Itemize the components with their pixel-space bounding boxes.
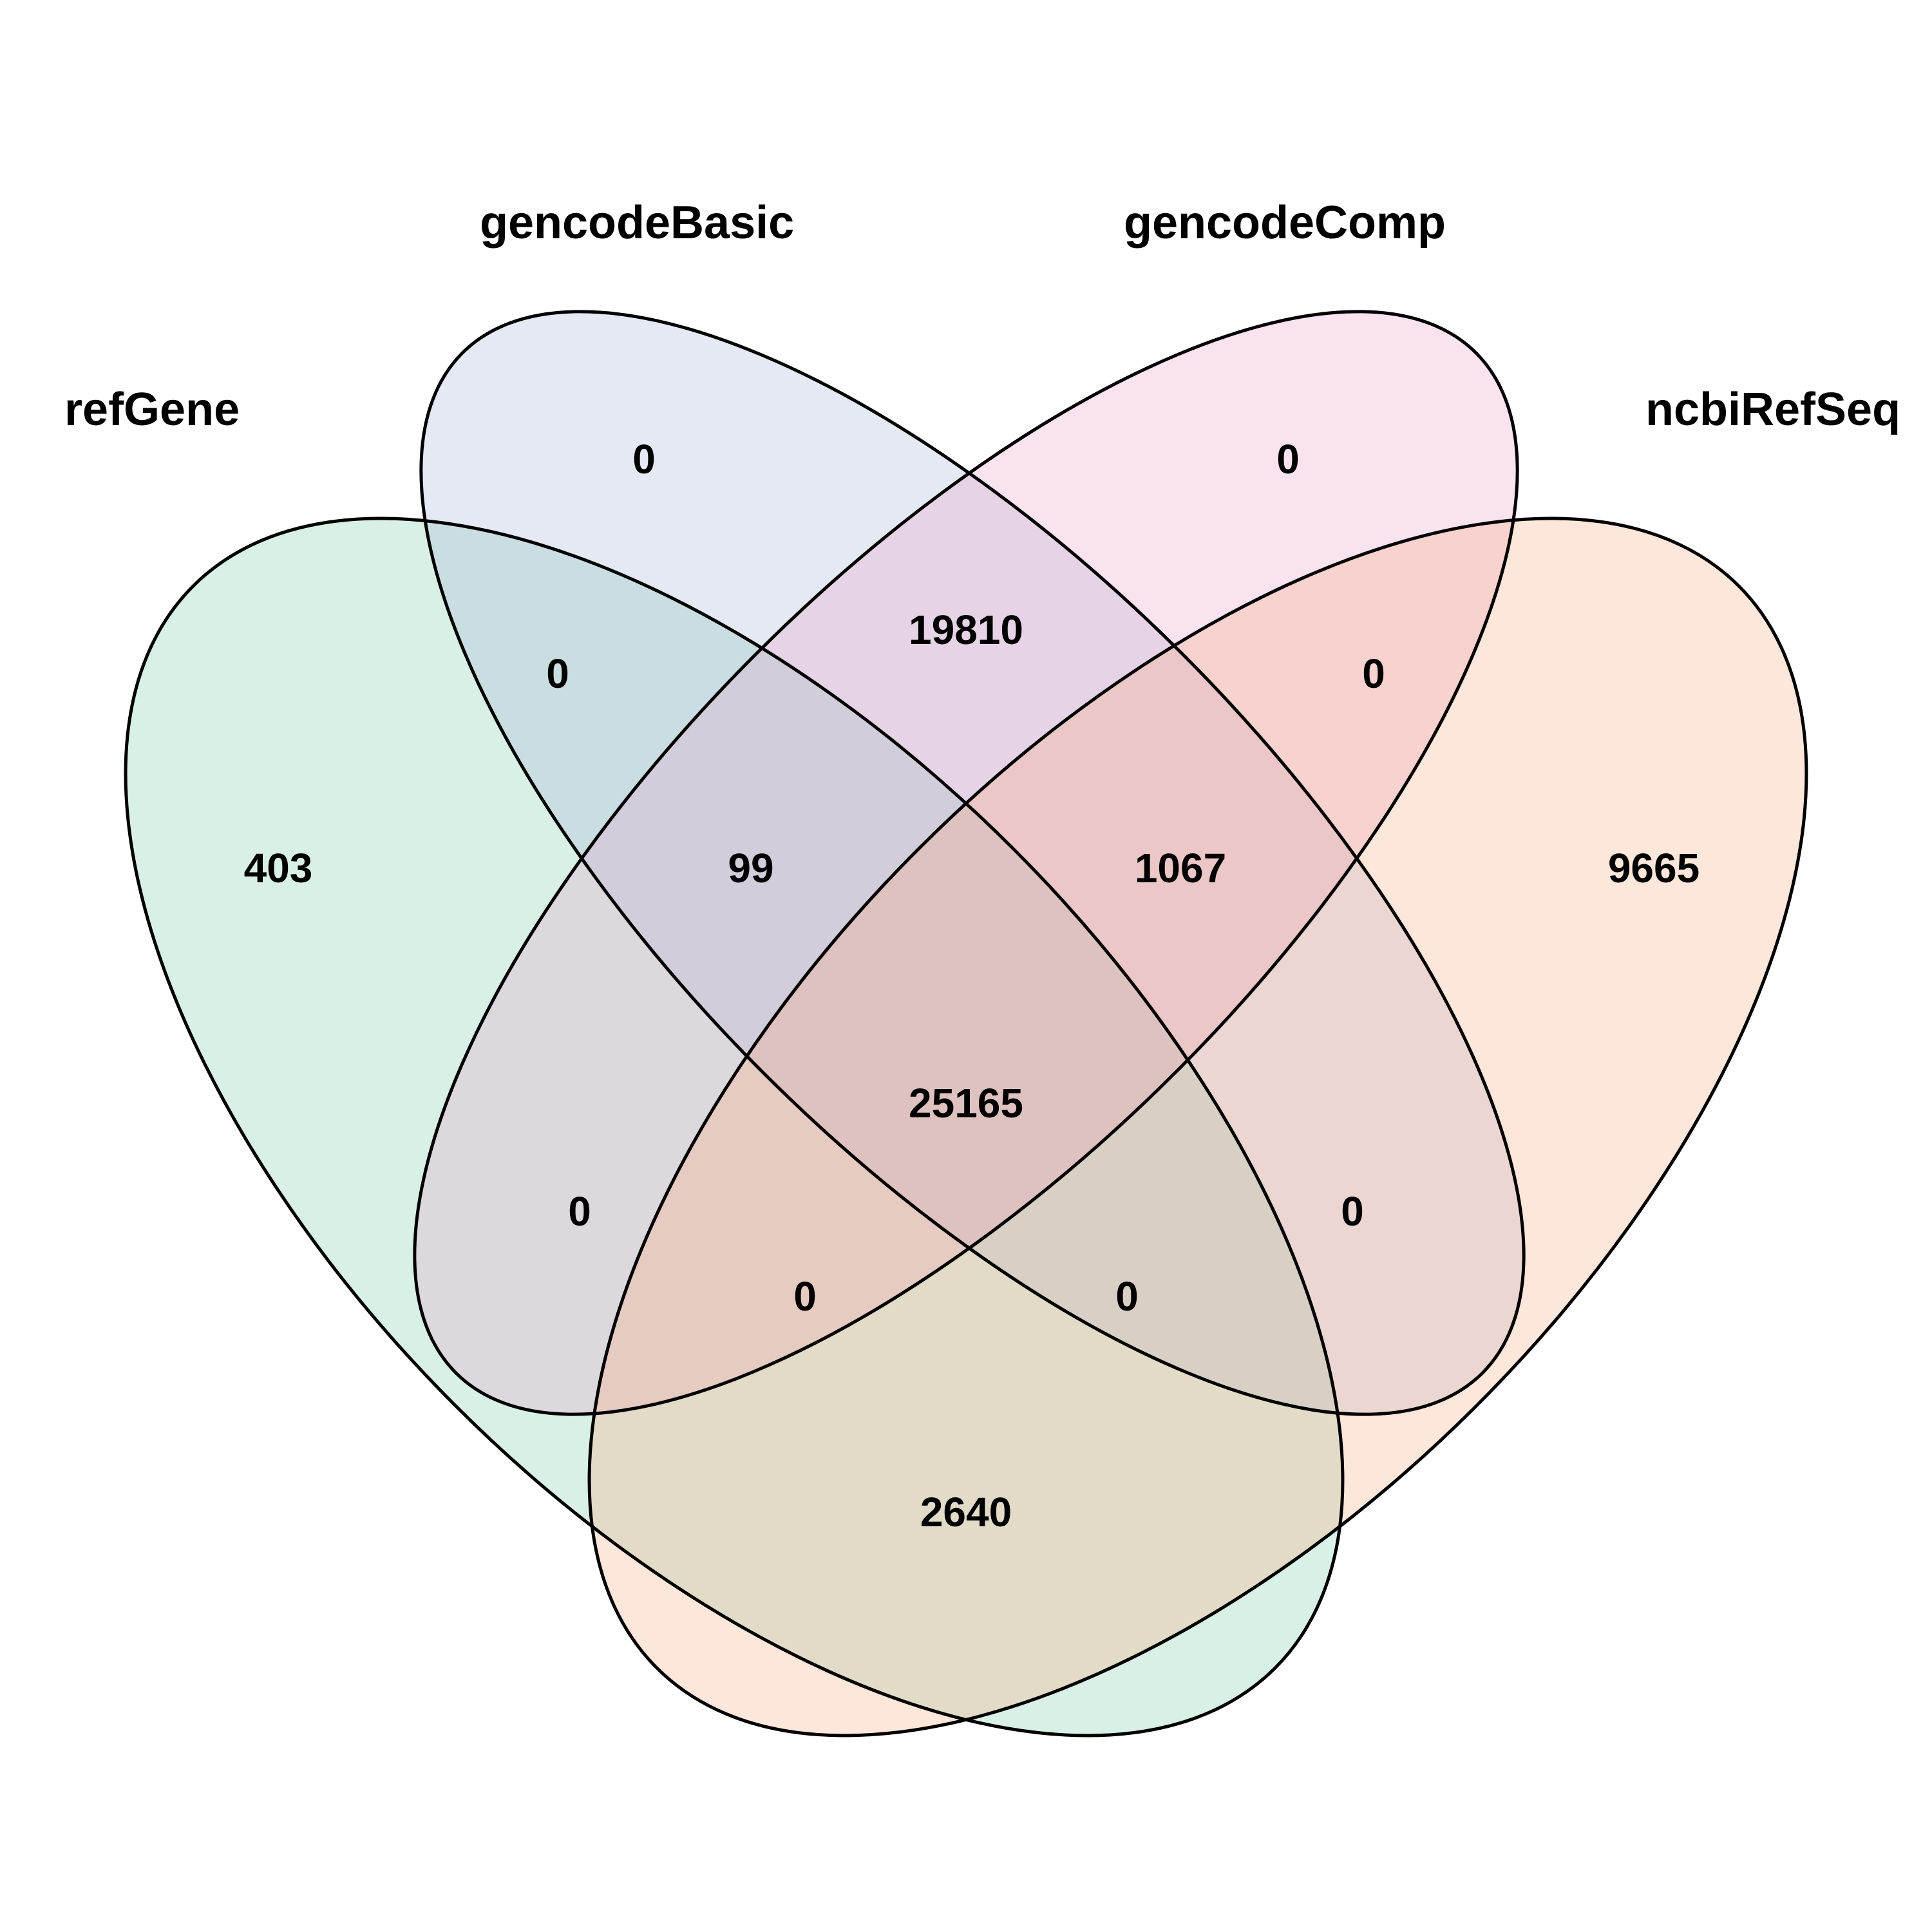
count-gencodeBasic-gencodeComp: 19810	[909, 607, 1023, 653]
count-gencodeBasic-only: 0	[632, 436, 656, 482]
set-labels: refGene gencodeBasic gencodeComp ncbiRef…	[64, 197, 1900, 435]
count-all-four: 25165	[909, 1080, 1023, 1126]
ellipse-gencodeBasic	[421, 311, 1524, 1415]
count-gencodeBasic-gencodeComp-ncbiRefSeq: 1067	[1135, 845, 1226, 891]
count-refGene-ncbiRefSeq: 2640	[920, 1489, 1012, 1535]
count-ncbiRefSeq-only: 9665	[1608, 845, 1700, 891]
ellipse-ncbiRefSeq	[589, 518, 1806, 1736]
outline-ncbiRefSeq	[587, 516, 1808, 1738]
count-refGene-gencodeBasic: 0	[546, 650, 569, 697]
label-ncbiRefSeq: ncbiRefSeq	[1645, 384, 1900, 435]
ellipse-refGene	[126, 518, 1343, 1736]
count-gencodeComp-only: 0	[1276, 436, 1300, 482]
ellipse-gencodeComp	[414, 311, 1518, 1415]
outline-gencodeComp	[413, 310, 1519, 1416]
count-gencodeBasic-ncbiRefSeq: 0	[1341, 1188, 1364, 1235]
set-outlines	[124, 310, 1808, 1738]
set-fills	[126, 311, 1806, 1736]
outline-refGene	[124, 516, 1345, 1738]
outline-gencodeBasic	[419, 310, 1526, 1416]
count-refGene-only: 403	[244, 845, 313, 891]
count-refGene-gencodeComp-ncbiRefSeq: 0	[793, 1273, 817, 1320]
region-counts: 0 0 19810 0 0 403 99 1067 9665 25165 0 0…	[244, 436, 1700, 1535]
count-refGene-gencodeBasic-ncbiRefSeq: 0	[1115, 1273, 1139, 1320]
count-refGene-gencodeBasic-gencodeComp: 99	[728, 845, 773, 891]
count-gencodeComp-ncbiRefSeq: 0	[1362, 650, 1385, 697]
label-gencodeComp: gencodeComp	[1124, 197, 1446, 249]
label-refGene: refGene	[64, 384, 240, 435]
label-gencodeBasic: gencodeBasic	[480, 197, 794, 249]
count-refGene-gencodeComp: 0	[568, 1188, 591, 1235]
